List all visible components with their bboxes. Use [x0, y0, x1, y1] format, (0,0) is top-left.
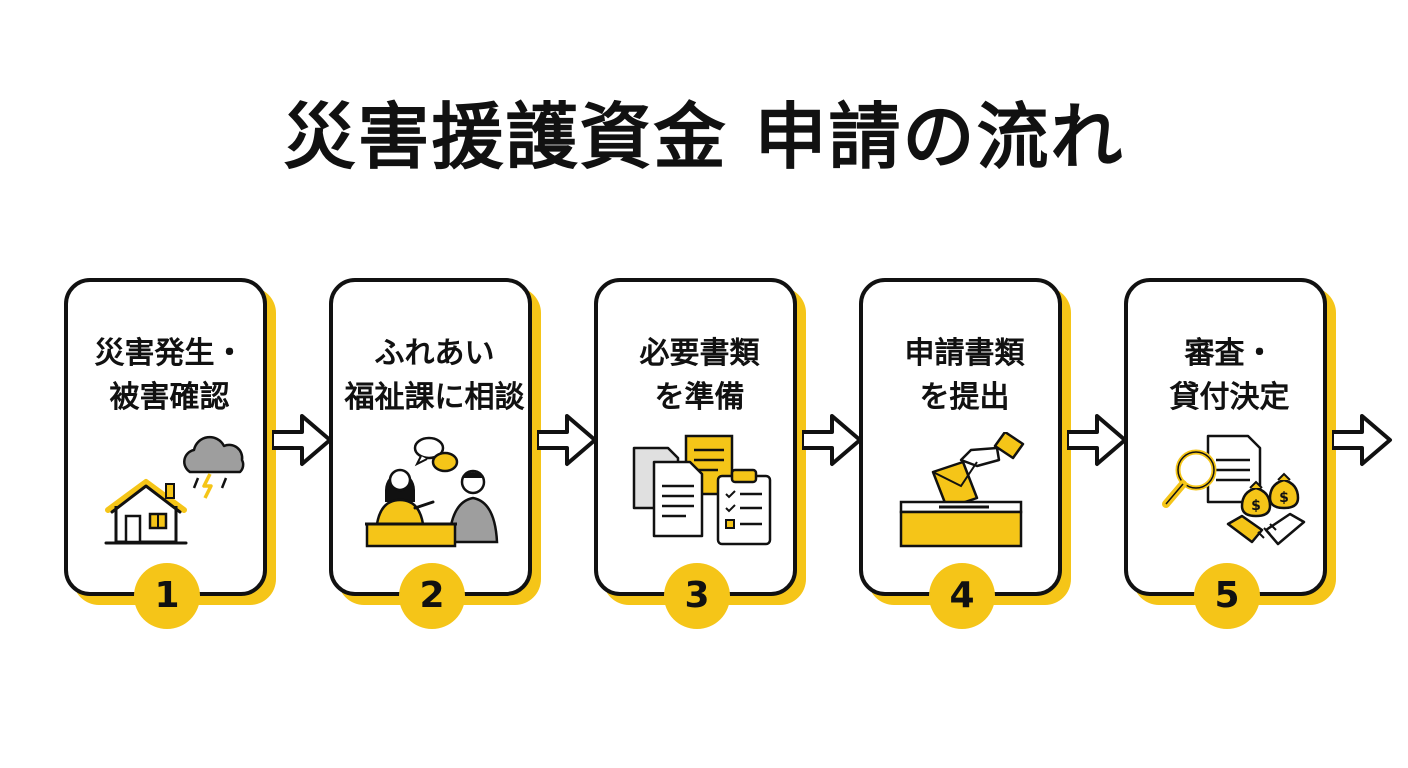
step-label-line2: 福祉課に相談	[344, 380, 525, 415]
step-number-badge: 4	[929, 563, 995, 629]
arrow-right-icon	[802, 414, 862, 466]
step-label-line1: 必要書類	[639, 336, 760, 371]
step-label: 申請書類 を提出	[863, 332, 1066, 420]
house-storm-icon	[104, 435, 245, 545]
step-label-line2: 貸付決定	[1169, 380, 1290, 415]
step-label-line1: 申請書類	[904, 336, 1025, 371]
step-5-card: 審査・ 貸付決定 $ $ 5	[1124, 278, 1336, 629]
step-label: 必要書類 を準備	[598, 332, 801, 420]
step-label-line2: 被害確認	[109, 380, 230, 415]
step-label: ふれあい 福祉課に相談	[333, 332, 536, 420]
svg-text:$: $	[1279, 490, 1289, 506]
arrow-right-icon	[1332, 414, 1392, 466]
page-title: 災害援護資金 申請の流れ	[283, 95, 1125, 179]
svg-text:$: $	[1251, 498, 1261, 514]
ballot-box-icon	[899, 432, 1025, 548]
card-body: ふれあい 福祉課に相談	[329, 278, 532, 596]
documents-icon	[632, 434, 772, 546]
step-1-card: 災害発生・ 被害確認 1	[64, 278, 276, 629]
consultation-icon	[365, 436, 499, 548]
step-label-line2: を提出	[919, 380, 1010, 415]
arrow-right-icon	[272, 414, 332, 466]
step-number-badge: 5	[1194, 563, 1260, 629]
step-number-badge: 3	[664, 563, 730, 629]
step-label: 審査・ 貸付決定	[1128, 332, 1331, 420]
step-label-line1: 審査・	[1184, 336, 1275, 371]
step-number-badge: 1	[134, 563, 200, 629]
card-body: 必要書類 を準備	[594, 278, 797, 596]
step-2-card: ふれあい 福祉課に相談 2	[329, 278, 541, 629]
step-label-line2: を準備	[654, 380, 745, 415]
card-body: 災害発生・ 被害確認	[64, 278, 267, 596]
card-body: 審査・ 貸付決定 $ $	[1124, 278, 1327, 596]
review-loan-icon: $ $	[1162, 434, 1306, 546]
step-3-card: 必要書類 を準備 3	[594, 278, 806, 629]
arrow-right-icon	[1067, 414, 1127, 466]
step-4-card: 申請書類 を提出 4	[859, 278, 1071, 629]
step-label-line1: ふれあい	[374, 336, 495, 371]
arrow-right-icon	[537, 414, 597, 466]
step-label-line1: 災害発生・	[94, 336, 245, 371]
step-number-badge: 2	[399, 563, 465, 629]
card-body: 申請書類 を提出	[859, 278, 1062, 596]
step-label: 災害発生・ 被害確認	[68, 332, 271, 420]
